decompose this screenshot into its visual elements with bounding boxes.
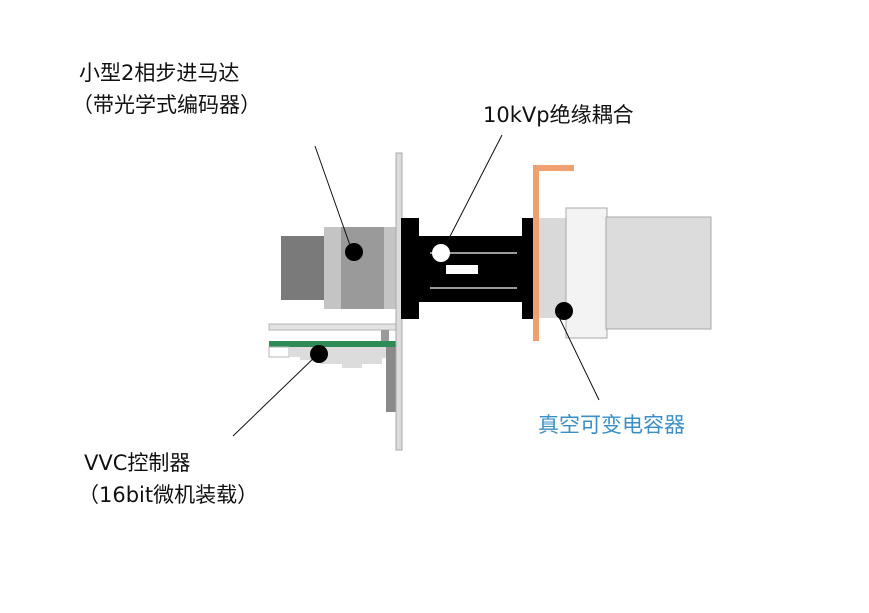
board-components xyxy=(289,347,397,368)
coupling-label: 10kVp绝缘耦合 xyxy=(483,103,634,127)
coupling-flange-left xyxy=(401,218,419,319)
vacuum-variable-capacitor xyxy=(533,165,712,341)
board-connector xyxy=(268,346,290,358)
capacitor-body-main xyxy=(605,216,712,330)
board-standoff xyxy=(381,330,389,342)
motor-body-front xyxy=(324,227,342,309)
motor-leader xyxy=(314,145,353,252)
motor-label-line2: （带光学式编码器） xyxy=(72,93,261,117)
capacitor-body-inner xyxy=(539,218,567,318)
copper-plate-top xyxy=(533,165,574,171)
coupling-marker-dot xyxy=(432,244,450,262)
callout-lines xyxy=(232,134,600,437)
motor-body-rear xyxy=(384,227,398,309)
controller-label-line2: （16bit微机装载） xyxy=(78,483,258,507)
coupling-leader xyxy=(441,134,503,253)
controller-leader xyxy=(232,353,319,437)
board-bracket xyxy=(386,347,397,412)
capacitor-ring xyxy=(565,207,608,339)
motor-shaft-housing xyxy=(281,236,325,300)
motor-label-line1: 小型2相步进马达 xyxy=(79,61,239,85)
controller-label-line1: VVC控制器 xyxy=(84,451,190,475)
capacitor-leader xyxy=(556,312,600,401)
coupling-slot xyxy=(446,265,478,274)
controller-marker-dot xyxy=(310,345,328,363)
motor-marker-dot xyxy=(345,243,363,261)
stepper-motor xyxy=(281,227,398,309)
capacitor-marker-dot xyxy=(555,302,573,320)
coupling-flange-right xyxy=(522,218,534,319)
board-top-plate xyxy=(268,323,398,331)
insulated-coupling xyxy=(401,218,534,319)
pcb-green xyxy=(269,341,397,347)
capacitor-label: 真空可变电容器 xyxy=(538,413,685,437)
vvc-controller-board xyxy=(268,323,398,412)
copper-plate-vertical xyxy=(533,165,539,341)
